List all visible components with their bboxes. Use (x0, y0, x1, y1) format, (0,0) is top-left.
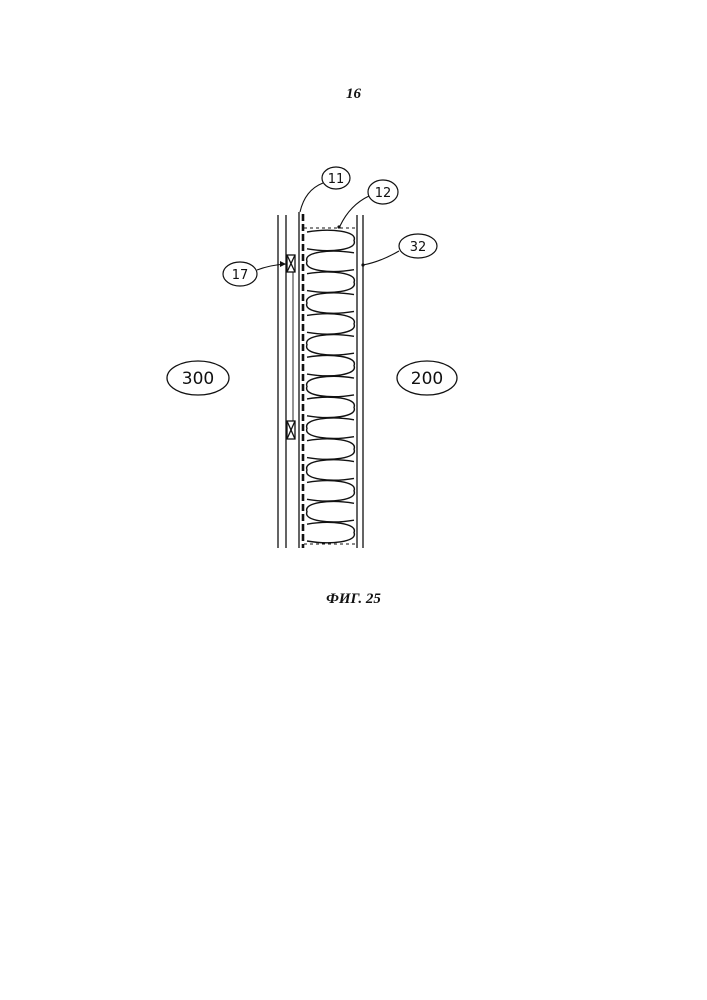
callout-11: 11 (300, 167, 350, 212)
callout-17: 17 (223, 261, 286, 286)
zone-200-label: 200 (411, 369, 443, 389)
figure-caption: ФИГ. 25 (0, 591, 707, 608)
zone-300: 300 (167, 361, 229, 395)
callout-32: 32 (361, 234, 437, 267)
batten-lower (287, 421, 295, 439)
callout-17-label: 17 (232, 268, 249, 283)
insulation-pattern (307, 230, 355, 542)
batten-upper (287, 255, 295, 272)
callout-11-label: 11 (328, 172, 345, 187)
callout-32-label: 32 (410, 240, 427, 255)
callout-12: 12 (337, 180, 398, 229)
zone-200: 200 (397, 361, 457, 395)
zone-300-label: 300 (182, 369, 214, 389)
insulation-loop-path (307, 230, 355, 542)
membrane-line (299, 212, 303, 548)
callout-12-label: 12 (375, 186, 392, 201)
